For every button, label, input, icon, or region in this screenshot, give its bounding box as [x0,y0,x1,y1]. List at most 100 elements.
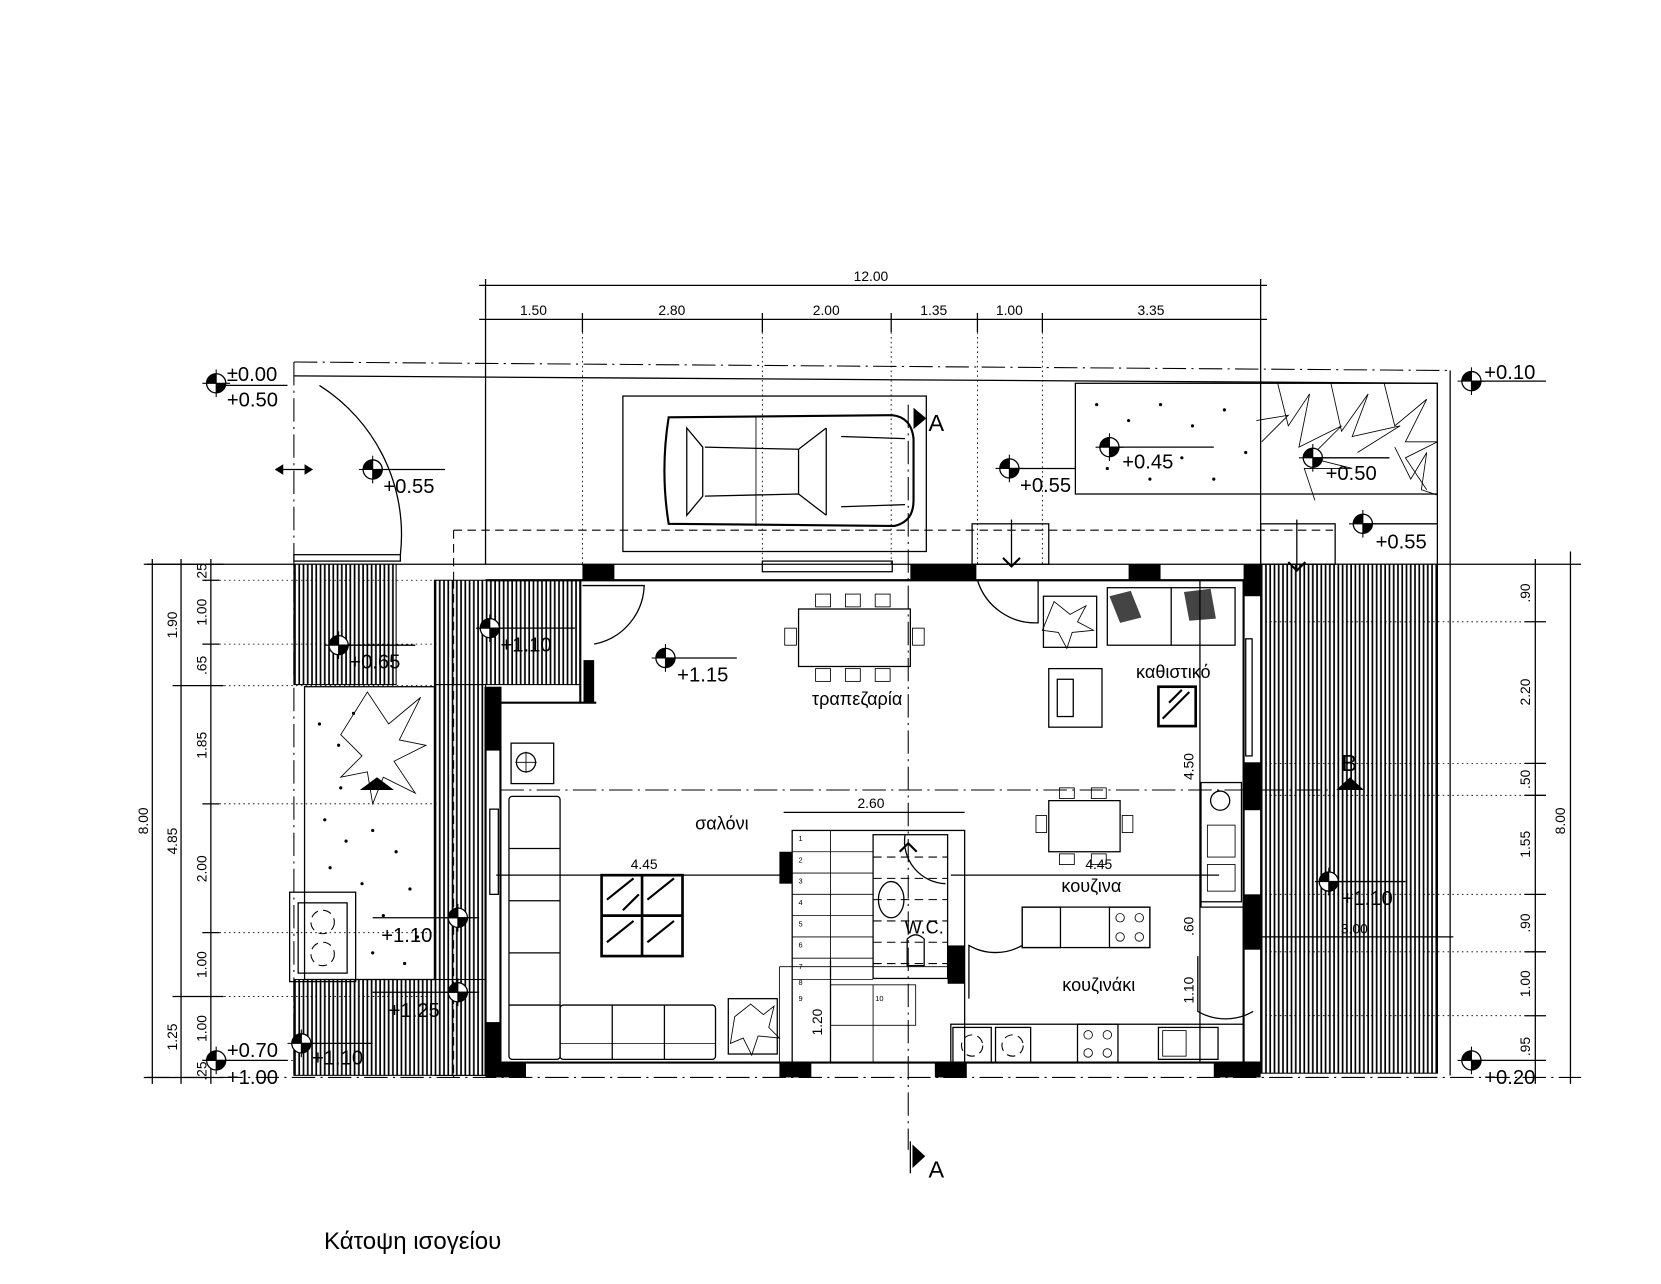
kitchen-table [1035,787,1134,865]
plant-icon [727,998,781,1057]
level-label: +1.10 [312,1048,363,1070]
plant-icon [1042,595,1098,648]
level-label: ±0.00 [227,364,277,386]
dim-right-inner: .95 [1517,1037,1533,1057]
staircase: 1 2 3 4 5 6 7 8 9 10 [778,829,966,1064]
plant-icon [1256,383,1438,501]
room-label-dining: τραπεζαρία [812,689,902,709]
fireplace-icon [510,742,555,785]
room-labels: τραπεζαρία καθιστικό σαλόνι κουζινα κουζ… [695,662,1210,995]
interior-dimensions: 2.60 4.45 4.45 4.50 .60 1.10 1.20 3.00 [496,580,1454,1063]
dim-segment: 1.35 [920,302,947,318]
dim-segment: 2.80 [658,302,685,318]
level-markers: ±0.00 +0.50 +0.55 +0.55 +0.45 +0.50 +0.1… [201,362,1546,1089]
barbecue-icon [289,891,357,983]
parking-space [622,395,927,553]
step-number: 4 [799,898,803,907]
sink-icon [1157,1026,1219,1060]
dim-total-depth-left: 8.00 [135,807,151,834]
level-label: +1.10 [500,635,551,657]
dim-right-inner: .90 [1517,913,1533,933]
dim-left-inner: 1.85 [194,732,210,759]
dim-total-width: 12.00 [854,268,889,284]
dim-segment: 1.50 [520,302,547,318]
dim-stair-width: 2.60 [857,795,884,811]
step-number: 6 [799,941,803,950]
planter-top [1074,382,1439,501]
dim-deck-width: 3.00 [1341,921,1368,937]
step-number: 5 [799,919,803,928]
step-number: 7 [799,962,803,971]
window [761,560,893,573]
gate-door [274,384,403,562]
right-dimensions: 8.00 .90 2.20 .50 1.55 .90 1.00 .95 [1260,551,1572,1084]
level-label: +0.50 [227,390,278,412]
kitchen-counters [950,781,1245,1064]
left-dimensions: 8.00 1.90 4.85 1.25 .25 1.00 .65 1.85 2.… [135,558,437,1084]
sofa-set [1041,587,1236,728]
dim-left-mid: 1.90 [164,611,180,638]
section-lines: A A B [500,404,1364,1183]
l-shaped-sofa [508,795,717,1060]
window [1245,638,1253,757]
drawing-title: Κάτοψη ισογείου [324,1228,502,1255]
car-icon [663,414,915,528]
columns [485,564,1261,1078]
dim-right-inner: .90 [1517,583,1533,603]
washbasin-icon [877,880,905,919]
level-label: +0.70 [227,1040,278,1062]
level-label: +0.55 [383,476,434,498]
dim-left-inner: 1.00 [194,951,210,978]
wooden-decks [293,563,1438,1076]
dim-counter: .60 [1181,916,1197,936]
dim-right-inner: .50 [1517,769,1533,789]
dim-kitchenette-depth: 1.10 [1181,976,1197,1003]
dim-left-mid: 4.85 [164,827,180,854]
dim-right-inner: 2.20 [1517,678,1533,705]
toilet-icon [906,934,925,967]
dining-table [784,593,925,682]
step-number: 9 [799,994,803,1003]
section-marker-a-top: A [928,410,944,436]
step-number: 3 [799,877,803,886]
room-label-kitchen: κουζινα [1061,876,1121,896]
rug [600,873,684,958]
level-label: +1.00 [227,1067,278,1089]
level-label: +0.45 [1122,451,1173,473]
window [489,808,499,895]
level-label: +0.55 [1020,475,1071,497]
level-label: +0.20 [1484,1067,1535,1089]
level-label: +0.10 [1484,362,1535,384]
house-walls [484,560,1261,1078]
section-marker-a-bottom: A [928,1157,944,1183]
step-number: 8 [799,978,803,987]
step-number: 2 [799,855,803,864]
dim-segment: 3.35 [1138,302,1165,318]
room-label-living: σαλόνι [695,813,748,833]
dim-kitchen-width: 4.45 [1085,856,1112,872]
dim-left-inner: 2.00 [194,855,210,882]
level-label: +1.25 [389,1000,440,1022]
dim-right-inner: 1.00 [1517,970,1533,997]
stair-step-numbers: 1 2 3 4 5 6 7 8 9 10 [799,834,884,1003]
plant-icon [339,691,428,806]
dim-left-inner: .65 [194,656,210,676]
level-label: +0.50 [1326,463,1377,485]
level-label: +1.15 [677,664,728,686]
dim-left-inner: 1.00 [194,1015,210,1042]
dim-right-inner: 1.55 [1517,831,1533,858]
room-label-kitchenette: κουζινάκι [1062,975,1135,995]
step-number: 10 [875,994,883,1003]
dim-left-mid: 1.25 [164,1023,180,1050]
dim-landing: 1.20 [809,1008,825,1035]
dim-total-depth-right: 8.00 [1552,807,1568,834]
level-label: +1.10 [381,925,432,947]
dim-segment: 2.00 [813,302,840,318]
dim-left-inner: .25 [194,1061,210,1081]
step-number: 1 [799,834,803,843]
dim-living-width: 4.45 [631,856,658,872]
dim-segment: 1.00 [996,302,1023,318]
room-label-wc: W.C. [905,918,944,938]
doors [582,519,1336,1020]
